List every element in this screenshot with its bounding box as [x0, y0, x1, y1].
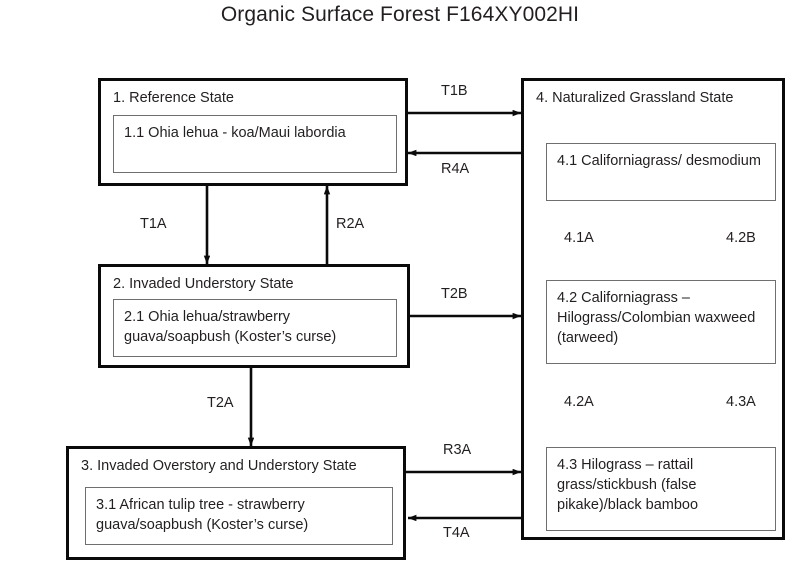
state-box-3[interactable]: 3. Invaded Overstory and Understory Stat… — [66, 446, 406, 560]
phase-4-2-text: 4.2 Californiagrass – Hilograss/Colombia… — [557, 290, 756, 346]
phase-box-2-1[interactable]: 2.1 Ohia lehua/strawberry guava/soapbush… — [113, 299, 397, 357]
phase-box-3-1[interactable]: 3.1 African tulip tree - strawberry guav… — [85, 487, 393, 545]
state-2-title: 2. Invaded Understory State — [113, 276, 294, 292]
edge-label-r2a: R2A — [336, 216, 365, 232]
phase-box-4-3[interactable]: 4.3 Hilograss – rattail grass/stickbush … — [546, 447, 776, 531]
edge-label-t1a: T1A — [140, 216, 167, 232]
edge-label-t1b: T1B — [441, 83, 468, 99]
state-1-title: 1. Reference State — [113, 90, 234, 106]
edge-label-t4a: T4A — [443, 525, 470, 541]
phase-4-3-text: 4.3 Hilograss – rattail grass/stickbush … — [557, 457, 699, 513]
edge-label-t2b: T2B — [441, 286, 468, 302]
edge-label-4-1a: 4.1A — [564, 230, 594, 246]
phase-box-4-2[interactable]: 4.2 Californiagrass – Hilograss/Colombia… — [546, 280, 776, 364]
phase-4-1-text: 4.1 Californiagrass/ desmodium — [557, 153, 761, 169]
phase-box-4-1[interactable]: 4.1 Californiagrass/ desmodium — [546, 143, 776, 201]
state-3-title: 3. Invaded Overstory and Understory Stat… — [81, 458, 357, 474]
phase-box-1-1[interactable]: 1.1 Ohia lehua - koa/Maui labordia — [113, 115, 397, 173]
phase-3-1-text: 3.1 African tulip tree - strawberry guav… — [96, 497, 309, 533]
edge-label-4-2b: 4.2B — [726, 230, 756, 246]
phase-1-1-text: 1.1 Ohia lehua - koa/Maui labordia — [124, 125, 346, 141]
edge-label-4-2a: 4.2A — [564, 394, 594, 410]
state-4-title: 4. Naturalized Grassland State — [536, 90, 734, 106]
state-box-4[interactable]: 4. Naturalized Grassland State 4.1 Calif… — [521, 78, 785, 540]
edge-label-r3a: R3A — [443, 442, 472, 458]
page-title: Organic Surface Forest F164XY002HI — [220, 3, 580, 26]
edge-label-t2a: T2A — [207, 395, 234, 411]
state-box-2[interactable]: 2. Invaded Understory State 2.1 Ohia leh… — [98, 264, 410, 368]
phase-2-1-text: 2.1 Ohia lehua/strawberry guava/soapbush… — [124, 309, 337, 345]
state-box-1[interactable]: 1. Reference State 1.1 Ohia lehua - koa/… — [98, 78, 408, 186]
edge-label-4-3a: 4.3A — [726, 394, 756, 410]
edge-label-r4a: R4A — [441, 161, 470, 177]
